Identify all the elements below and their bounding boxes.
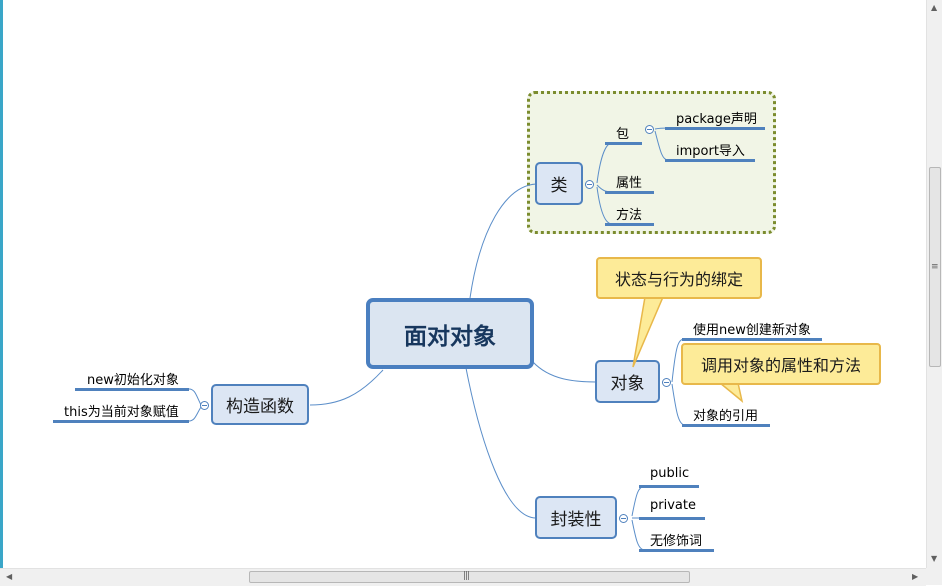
topic-public[interactable]: public	[650, 466, 690, 481]
branch-constructor[interactable]: 构造函数	[211, 384, 309, 425]
vertical-scroll-thumb[interactable]: ≡	[929, 167, 941, 367]
topic-method-underline	[605, 223, 654, 226]
branch-object[interactable]: 对象	[595, 360, 660, 403]
topic-package-underline	[605, 142, 642, 145]
horizontal-scroll-thumb[interactable]: |||	[249, 571, 690, 583]
collapse-constructor-icon[interactable]	[200, 401, 209, 410]
topic-create-new-object[interactable]: 使用new创建新对象	[693, 323, 811, 338]
topic-new-init-object[interactable]: new初始化对象	[87, 373, 179, 388]
topic-create-new-object-underline	[682, 338, 822, 341]
scrollbar-corner	[926, 568, 942, 585]
topic-package-declaration-underline	[665, 127, 765, 130]
collapse-encapsulation-icon[interactable]	[619, 514, 628, 523]
scroll-down-arrow-icon[interactable]: ▼	[931, 554, 938, 563]
topic-object-reference-underline	[682, 424, 770, 427]
topic-import[interactable]: import导入	[676, 144, 745, 159]
callout-call-members[interactable]: 调用对象的属性和方法	[681, 343, 881, 385]
horizontal-scrollbar[interactable]: ◀ ||| ▶	[0, 568, 926, 586]
topic-package[interactable]: 包	[616, 127, 630, 142]
collapse-class-icon[interactable]	[585, 180, 594, 189]
branch-class[interactable]: 类	[535, 162, 583, 205]
topic-import-underline	[665, 159, 755, 162]
topic-private-underline	[639, 517, 705, 520]
topic-new-init-object-underline	[75, 388, 189, 391]
scroll-right-arrow-icon[interactable]: ▶	[912, 572, 919, 581]
topic-this-assign-underline	[53, 420, 189, 423]
window-left-border	[0, 0, 3, 585]
vertical-grip-icon: ≡	[931, 262, 938, 272]
collapse-package-icon[interactable]	[645, 125, 654, 134]
scroll-left-arrow-icon[interactable]: ◀	[6, 572, 13, 581]
callout-state-behavior[interactable]: 状态与行为的绑定	[596, 257, 762, 299]
topic-attribute[interactable]: 属性	[616, 176, 643, 191]
scroll-up-arrow-icon[interactable]: ▲	[931, 3, 938, 12]
topic-no-modifier[interactable]: 无修饰词	[650, 534, 703, 549]
topic-this-assign[interactable]: this为当前对象赋值	[64, 405, 179, 420]
topic-package-declaration[interactable]: package声明	[676, 112, 757, 127]
vertical-scrollbar[interactable]: ▲ ≡ ▼	[926, 0, 942, 568]
topic-no-modifier-underline	[639, 549, 714, 552]
central-topic[interactable]: 面对对象	[366, 298, 534, 369]
topic-public-underline	[639, 485, 699, 488]
topic-object-reference[interactable]: 对象的引用	[693, 409, 759, 424]
topic-attribute-underline	[605, 191, 654, 194]
collapse-object-icon[interactable]	[662, 378, 671, 387]
topic-private[interactable]: private	[650, 498, 696, 513]
branch-encapsulation[interactable]: 封装性	[535, 496, 617, 539]
topic-method[interactable]: 方法	[616, 208, 643, 223]
horizontal-grip-icon: |||	[463, 571, 470, 581]
